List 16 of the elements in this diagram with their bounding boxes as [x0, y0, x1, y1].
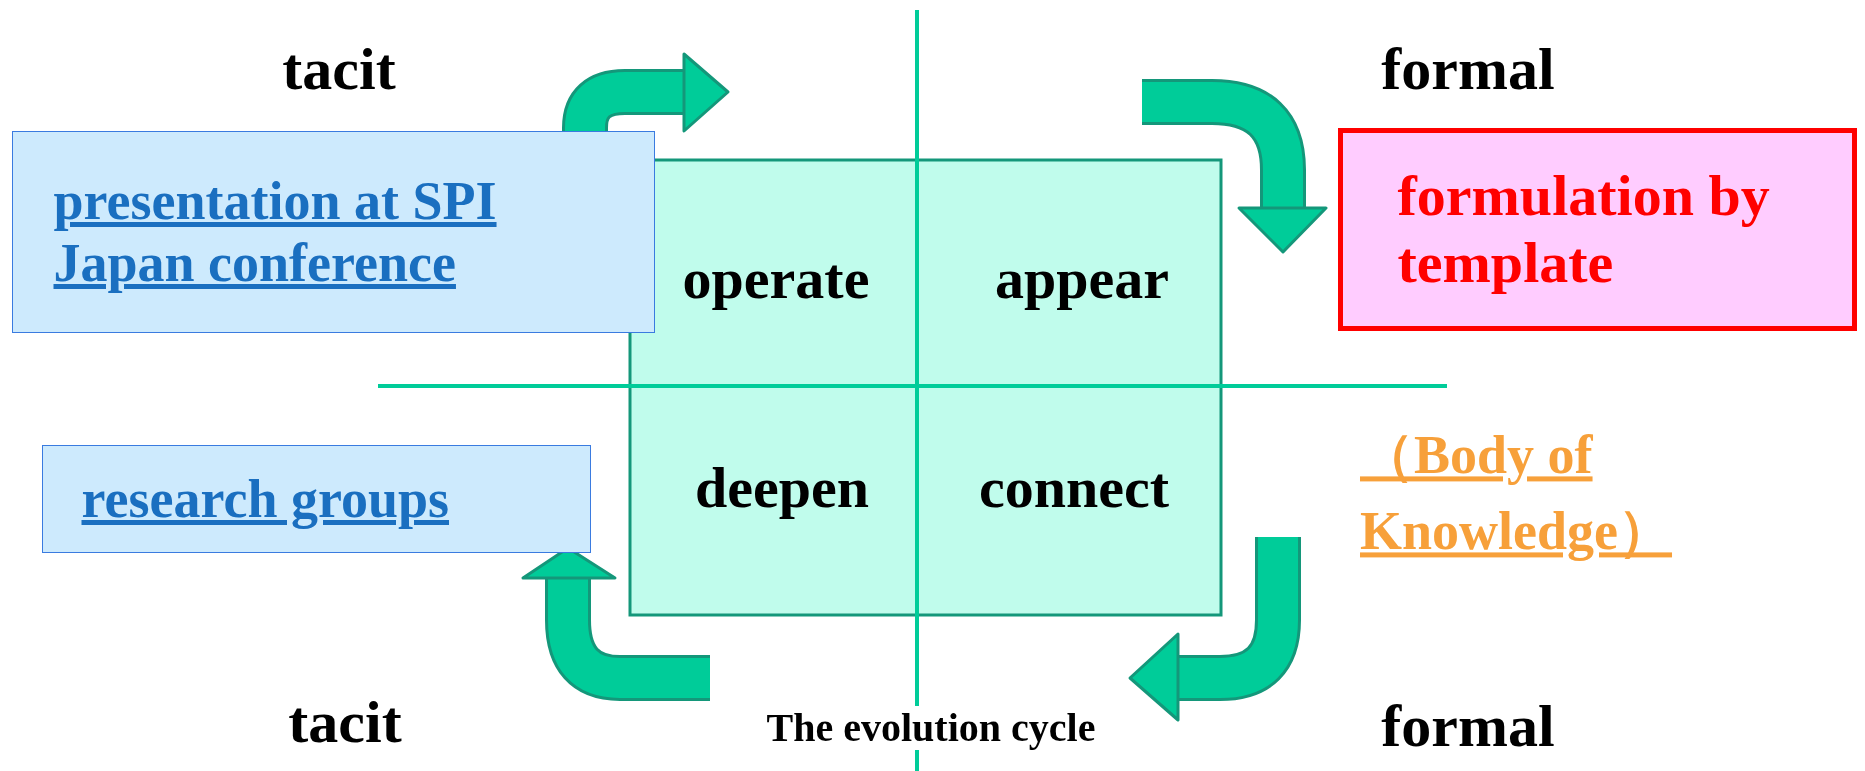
link-text: research groups [81, 467, 450, 531]
quadrant-label: appear [995, 247, 1169, 311]
highlight-box [1338, 128, 1857, 331]
caption-text: The evolution cycle [766, 706, 1096, 750]
link-box [12, 131, 655, 333]
axis-label: formal [1381, 693, 1555, 759]
axis-label: tacit [282, 36, 396, 102]
box-text: formulation by template [1397, 162, 1771, 297]
quadrant-label: operate [682, 247, 870, 311]
link-box [42, 445, 591, 553]
quadrant-label: connect [978, 456, 1170, 520]
link-text: presentation at SPI Japan conference [53, 169, 498, 295]
quadrant-label: deepen [695, 456, 869, 520]
note-text: （Body of Knowledge） [1360, 424, 1673, 563]
axis-label: tacit [288, 689, 402, 755]
axis-label: formal [1381, 36, 1555, 102]
